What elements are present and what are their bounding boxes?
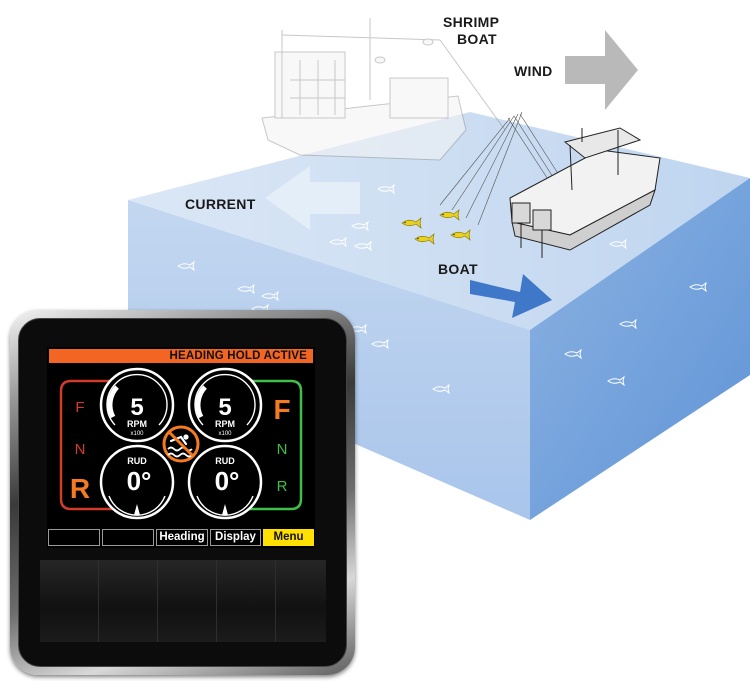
rpm-gauge-right [187, 367, 263, 443]
rud-left-label: RUD [127, 456, 147, 466]
hardware-button-1[interactable] [40, 560, 99, 642]
rpm-right-multiplier: x100 [218, 431, 232, 437]
boat-direction-arrow [470, 274, 552, 318]
starboard-frame [245, 379, 303, 511]
rud-right-value: 0° [215, 466, 240, 496]
softkey-heading[interactable]: Heading [156, 529, 208, 546]
hardware-button-3[interactable] [158, 560, 217, 642]
port-gear-r: R [70, 473, 90, 504]
hardware-button-4[interactable] [217, 560, 276, 642]
rpm-gauge-left [99, 367, 175, 443]
rpm-left-value: 5 [130, 394, 143, 421]
port-gear-n: N [75, 441, 86, 458]
rpm-left-label: RPM [127, 419, 147, 429]
softkey-2[interactable] [102, 529, 154, 546]
current-arrow [265, 166, 360, 230]
wind-label: WIND [514, 63, 553, 79]
softkey-menu[interactable]: Menu [263, 529, 314, 546]
hardware-button-5[interactable] [276, 560, 326, 642]
rudder-gauge-right [187, 444, 263, 520]
no-swimming-icon [162, 425, 200, 463]
rpm-right-value: 5 [218, 394, 231, 421]
starboard-gear-n: N [277, 441, 288, 458]
rud-right-label: RUD [215, 456, 235, 466]
port-frame [59, 379, 117, 511]
boat-label: BOAT [438, 261, 478, 277]
softkey-display[interactable]: Display [210, 529, 261, 546]
display-screen: HEADING HOLD ACTIVE 5 RPM x1 [47, 347, 315, 548]
wind-arrow [565, 30, 638, 110]
sport-boat-icon [509, 127, 661, 258]
rpm-right-label: RPM [215, 419, 235, 429]
starboard-gear-r: R [277, 478, 288, 495]
current-label: CURRENT [185, 196, 256, 212]
rud-left-value: 0° [127, 466, 152, 496]
port-gear-f: F [75, 399, 84, 416]
gauge-panel: 5 RPM x100 5 RPM x100 RUD 0° RUD 0° F N … [59, 367, 303, 520]
rpm-left-multiplier: x100 [130, 431, 144, 437]
water-side [530, 178, 750, 520]
shrimp-boat-label: SHRIMP BOAT [443, 14, 499, 48]
rudder-gauge-left [99, 444, 175, 520]
shrimp-boat-icon [261, 18, 506, 161]
shrimp-boat-label-line2: BOAT [457, 31, 497, 47]
softkey-bar: Heading Display Menu [47, 529, 315, 547]
starboard-gear-f: F [273, 394, 290, 425]
hardware-button-2[interactable] [99, 560, 158, 642]
shrimp-boat-label-line1: SHRIMP [443, 14, 500, 30]
softkey-1[interactable] [48, 529, 100, 546]
status-bar: HEADING HOLD ACTIVE [49, 349, 313, 363]
fishing-lines [439, 111, 567, 226]
